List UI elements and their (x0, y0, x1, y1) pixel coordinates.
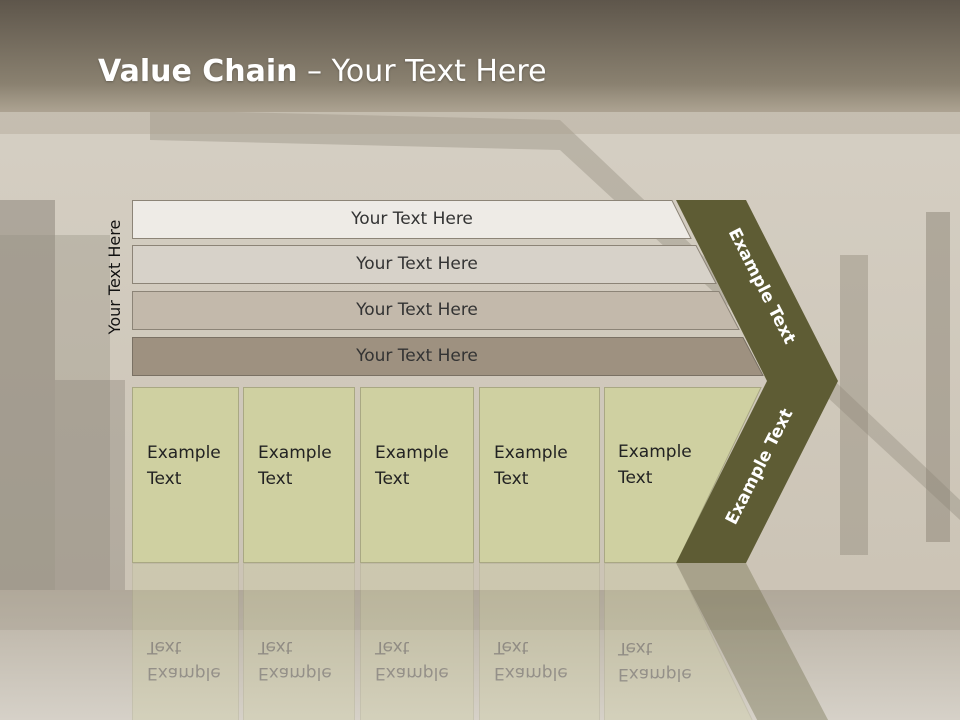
bar-1: Your Text Here (132, 200, 692, 239)
column-2-label: Example Text (258, 443, 332, 489)
column-4-label: Example Text (494, 443, 568, 489)
bar-3-label: Your Text Here (356, 300, 478, 320)
column-3: Example Text (360, 387, 474, 563)
title-bold: Value Chain (98, 54, 298, 89)
column-4: Example Text (479, 387, 600, 563)
column-5: Example Text (604, 387, 764, 563)
column-2: Example Text (243, 387, 355, 563)
bar-4: Your Text Here (132, 337, 764, 376)
column-3-label: Example Text (375, 443, 449, 489)
title-rest: – Your Text Here (297, 54, 547, 89)
bar-1-label: Your Text Here (351, 209, 473, 229)
column-5-label: Example Text (618, 442, 692, 488)
slide-title: Value Chain – Your Text Here (98, 54, 547, 89)
column-1-label: Example Text (147, 443, 221, 489)
bar-2: Your Text Here (132, 245, 717, 284)
bar-3: Your Text Here (132, 291, 740, 330)
bar-4-label: Your Text Here (356, 346, 478, 366)
bar-2-label: Your Text Here (356, 254, 478, 274)
column-1: Example Text (132, 387, 239, 563)
reflection: Example Text Example Text Example Text E… (0, 563, 960, 720)
